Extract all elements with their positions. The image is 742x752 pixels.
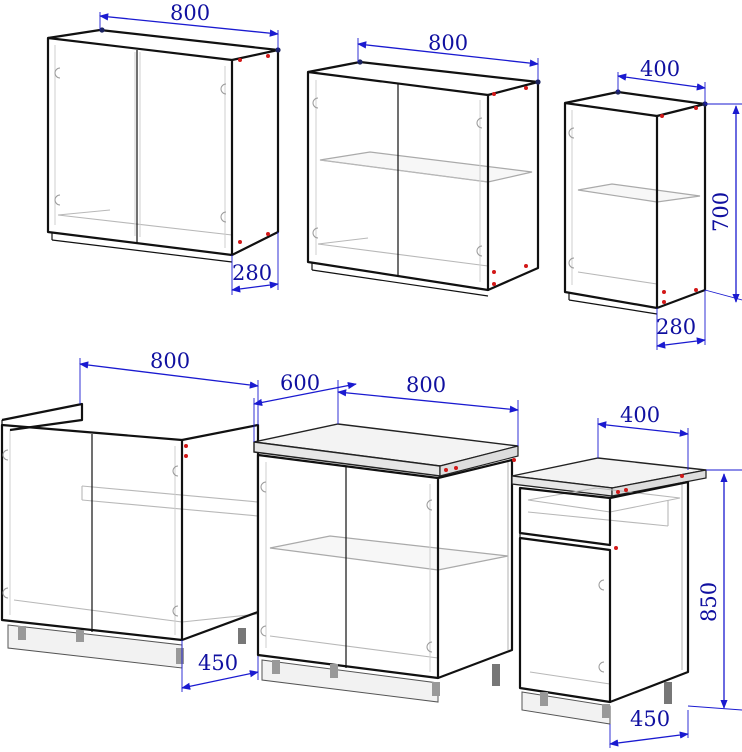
base-2-side-label: 600: [280, 371, 320, 395]
base-3-height-dimension: 850: [687, 469, 742, 711]
wall-3-height-dimension: 700: [704, 103, 742, 303]
wall-1-depth-dimension: 280: [231, 232, 279, 295]
wall-1-depth-label: 280: [232, 261, 272, 285]
wall-cabinet-2: [306, 59, 541, 297]
wall-3-depth-label: 280: [656, 315, 696, 339]
wall-3-height-label: 700: [709, 192, 733, 232]
wall-1-width-dimension: 800: [99, 1, 279, 50]
base-2-side-dimension: 600: [253, 371, 357, 442]
wall-3-width-dimension: 400: [617, 57, 706, 104]
wall-1-width-label: 800: [170, 1, 210, 25]
base-3-width-label: 400: [620, 403, 660, 427]
base-2-width-dimension: 800: [337, 373, 519, 446]
base-3-width-dimension: 400: [597, 403, 689, 470]
wall-2-width-label: 800: [428, 31, 468, 55]
base-1-width-dimension: 800: [79, 349, 259, 425]
base-3-height-label: 850: [697, 582, 721, 622]
wall-3-depth-dimension: 280: [656, 290, 706, 350]
base-1-width-label: 800: [150, 349, 190, 373]
base-1-depth-label: 450: [198, 651, 238, 675]
base-3-depth-label: 450: [630, 707, 670, 731]
wall-2-width-dimension: 800: [357, 31, 539, 80]
base-cabinet-2: [253, 423, 519, 703]
wall-cabinet-1: [46, 27, 281, 263]
base-2-width-label: 800: [406, 373, 446, 397]
base-1-depth-dimension: 450: [181, 612, 259, 692]
base-cabinet-3: [511, 457, 707, 725]
wall-cabinet-3: [563, 89, 708, 315]
base-cabinet-1: [0, 402, 260, 669]
wall-3-width-label: 400: [640, 57, 680, 81]
base-3-depth-dimension: 450: [609, 707, 689, 748]
